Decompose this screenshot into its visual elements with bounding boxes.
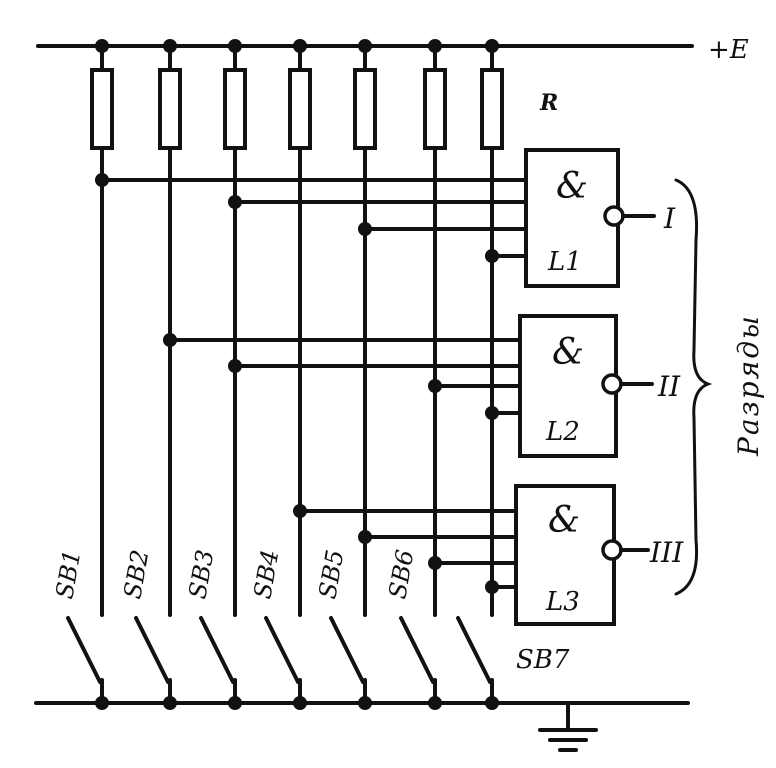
switch-contact-3: [199, 616, 235, 684]
column-4: [288, 39, 312, 617]
gate-l2: & L2 II: [518, 314, 681, 458]
switch-label-4: SB4: [248, 548, 284, 601]
ground-symbol-icon: [538, 701, 598, 752]
ground-junction-6: [428, 696, 442, 710]
bus-junction-10: [358, 530, 372, 544]
resistor-columns: [90, 39, 504, 617]
gate-l3-inverter-bubble: [601, 539, 623, 561]
switch-contact-5: [329, 616, 365, 684]
bus-junction-12: [485, 580, 499, 594]
switch-label-7: SB7: [516, 645, 570, 675]
bus-junction-7: [428, 379, 442, 393]
supply-junction-4: [293, 39, 307, 53]
supply-junction-1: [95, 39, 109, 53]
gate-l1-output-label: I: [663, 202, 676, 235]
bus-junction-6: [228, 359, 242, 373]
column-6: [423, 39, 447, 617]
switch-contact-4: [264, 616, 300, 684]
supply-junction-6: [428, 39, 442, 53]
column-1: [90, 39, 114, 617]
gate-l2-symbol: &: [552, 332, 584, 373]
gate-l1-symbol: &: [556, 166, 588, 207]
supply-junction-5: [358, 39, 372, 53]
resistor-3: [223, 68, 247, 150]
ground-junction-7: [485, 696, 499, 710]
bus-junction-3: [358, 222, 372, 236]
bus-junction-9: [293, 504, 307, 518]
resistor-7: [480, 68, 504, 150]
bus-junction-5: [163, 333, 177, 347]
switch-sb3: SB3: [183, 548, 242, 710]
resistor-label: R: [539, 90, 558, 116]
column-2: [158, 39, 182, 617]
gate-l3: & L3 III: [514, 484, 684, 626]
column-5: [353, 39, 377, 617]
switch-sb6: SB6: [383, 548, 442, 710]
resistor-2: [158, 68, 182, 150]
ground-junction-2: [163, 696, 177, 710]
column-3: [223, 39, 247, 617]
output-group-label: Разряды: [732, 314, 765, 457]
switch-contact-2: [134, 616, 170, 684]
resistor-5: [353, 68, 377, 150]
switch-label-6: SB6: [383, 548, 419, 601]
supply-label: +E: [708, 35, 749, 65]
input-buses: [95, 173, 528, 594]
gate-l3-name: L3: [545, 587, 580, 617]
gate-l2-inverter-bubble: [601, 373, 623, 395]
supply-junction-3: [228, 39, 242, 53]
switch-contact-7: [456, 616, 492, 684]
bus-junction-8: [485, 406, 499, 420]
gate-l3-symbol: &: [548, 500, 580, 541]
resistor-4: [288, 68, 312, 150]
supply-junction-7: [485, 39, 499, 53]
switch-contact-1: [66, 616, 102, 684]
gate-l3-output-label: III: [649, 536, 684, 569]
ground-junction-5: [358, 696, 372, 710]
bus-junction-1: [95, 173, 109, 187]
gate-l2-name: L2: [545, 417, 580, 447]
ground-junction-3: [228, 696, 242, 710]
bus-junction-4: [485, 249, 499, 263]
output-group-brace: [674, 178, 713, 596]
bus-junction-11: [428, 556, 442, 570]
resistor-1: [90, 68, 114, 150]
supply-junction-2: [163, 39, 177, 53]
column-7: [480, 39, 504, 617]
gate-l1: & L1 I: [524, 148, 676, 288]
switch-sb7: SB7: [456, 616, 570, 710]
resistor-6: [423, 68, 447, 150]
switch-label-2: SB2: [118, 548, 154, 601]
bus-junction-2: [228, 195, 242, 209]
switch-label-5: SB5: [313, 548, 349, 601]
ground-junction-1: [95, 696, 109, 710]
switch-label-1: SB1: [50, 548, 86, 601]
gate-l1-name: L1: [547, 247, 582, 277]
ground-junction-4: [293, 696, 307, 710]
switch-label-3: SB3: [183, 548, 219, 601]
gate-l1-inverter-bubble: [603, 205, 625, 227]
switch-contact-6: [399, 616, 435, 684]
gate-l2-output-label: II: [657, 370, 681, 403]
